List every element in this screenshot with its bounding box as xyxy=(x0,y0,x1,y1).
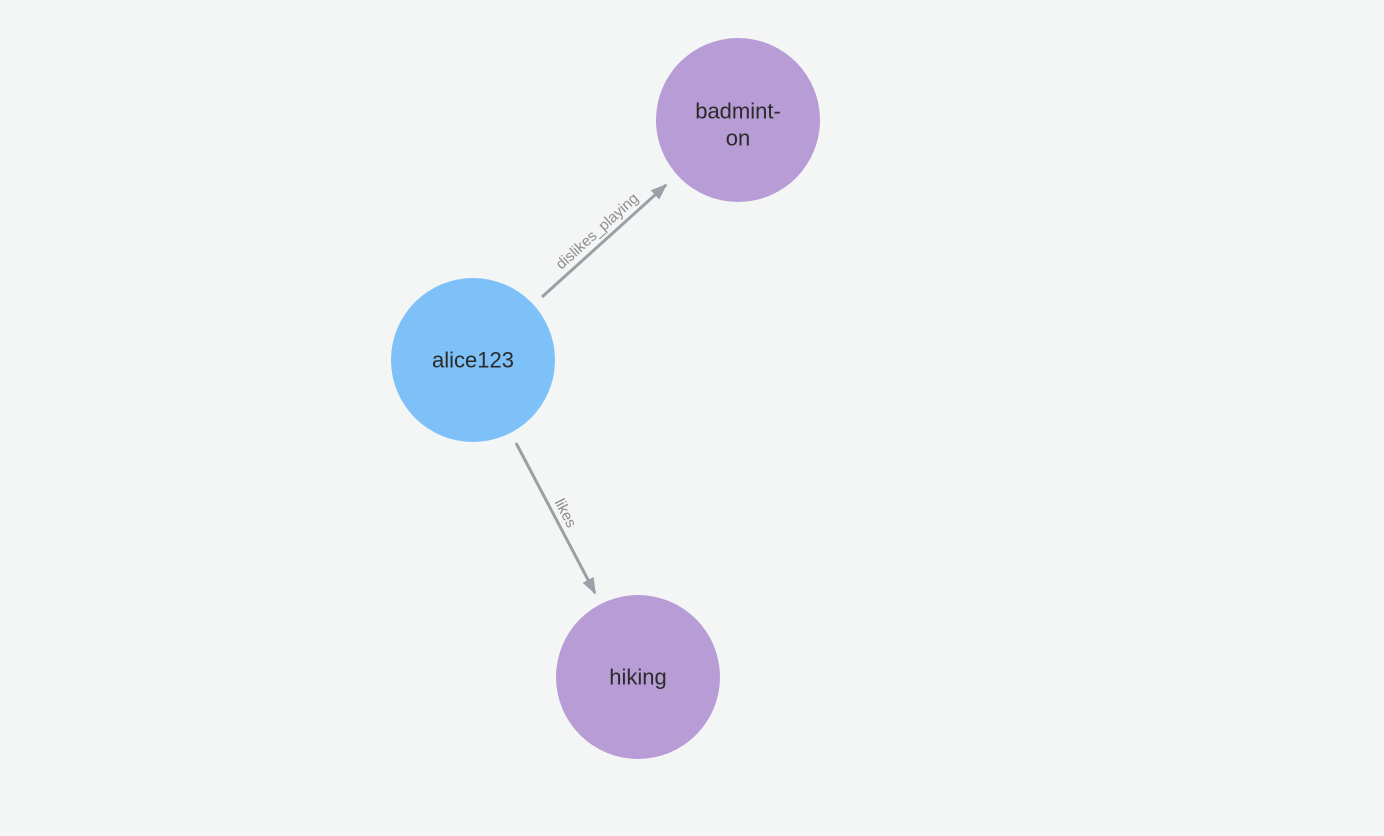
graph-node-hiking[interactable]: hiking xyxy=(556,595,720,759)
edge-line-likes[interactable] xyxy=(514,442,597,595)
node-circle-hiking[interactable] xyxy=(556,595,720,759)
node-circle-alice123[interactable] xyxy=(391,278,555,442)
edge-line-dislikes-playing[interactable] xyxy=(540,183,668,299)
graph-node-badminton[interactable]: badmint- on xyxy=(656,38,820,202)
node-circle-badminton[interactable] xyxy=(656,38,820,202)
graph-node-alice123[interactable]: alice123 xyxy=(391,278,555,442)
